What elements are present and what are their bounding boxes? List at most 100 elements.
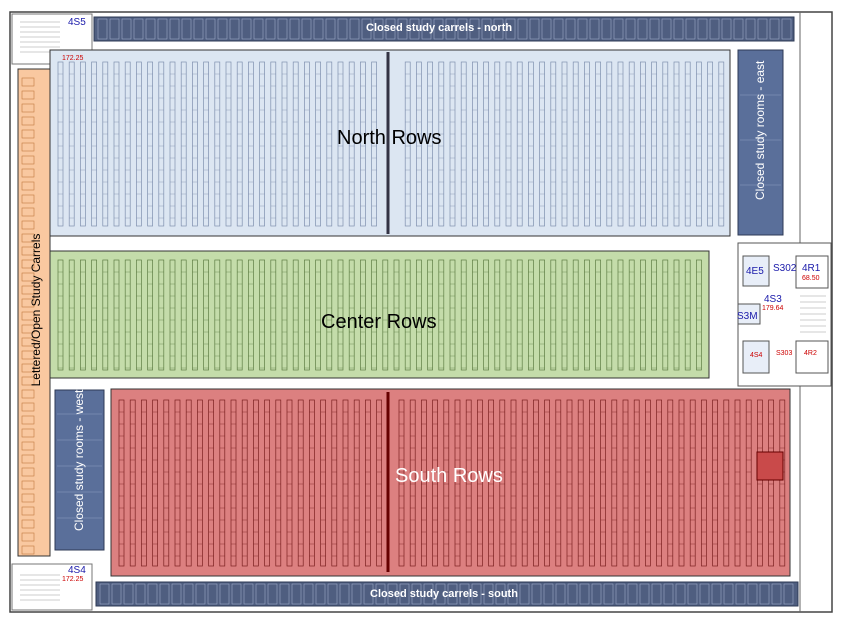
shelf-row — [281, 259, 288, 371]
shelf-row — [696, 259, 702, 371]
shelf-row — [516, 61, 523, 227]
shelf-row — [651, 259, 657, 371]
shelf-row — [270, 259, 277, 371]
shelf-row — [499, 399, 506, 567]
shelf-row — [214, 259, 221, 371]
shelf-row — [718, 61, 725, 227]
room-s303: S303 — [776, 350, 793, 357]
shelf-row — [673, 61, 680, 227]
shelf-row — [309, 399, 315, 567]
room-4s5-area: 172.25 — [62, 55, 84, 62]
shelf-row — [253, 399, 259, 567]
room-s3m: S3M — [737, 311, 758, 322]
shelf-row — [185, 399, 192, 567]
shelf-row — [662, 259, 669, 371]
shelf-row — [331, 399, 338, 567]
shelf-row — [584, 61, 590, 227]
shelf-row — [438, 61, 445, 227]
shelf-row — [292, 259, 299, 371]
south-carrels-label: Closed study carrels - south — [370, 588, 518, 600]
shelf-row — [264, 399, 270, 567]
shelf-row — [533, 399, 539, 567]
shelf-row — [219, 399, 226, 567]
shelf-row — [152, 399, 158, 567]
room-4r1: 4R1 — [802, 263, 821, 274]
shelf-row — [68, 259, 75, 371]
shelf-row — [292, 61, 299, 227]
shelf-row — [225, 259, 232, 371]
east-rooms-zone — [737, 49, 784, 236]
shelf-row — [628, 259, 635, 371]
shelf-row — [214, 61, 221, 227]
shelf-row — [617, 61, 624, 227]
shelf-row — [443, 399, 450, 567]
shelf-row — [572, 61, 579, 227]
south-rows-label: South Rows — [395, 465, 503, 487]
shelf-row — [572, 259, 579, 371]
shelf-row — [438, 259, 445, 371]
shelf-row — [326, 61, 333, 227]
shelf-row — [192, 61, 198, 227]
shelf-row — [136, 259, 142, 371]
shelf-row — [337, 61, 344, 227]
shelf-row — [371, 61, 377, 227]
shelf-row — [376, 399, 382, 567]
shelf-row — [80, 61, 86, 227]
shelf-row — [421, 399, 427, 567]
shelf-row — [259, 61, 265, 227]
shelf-row — [118, 399, 125, 567]
south-shelves — [118, 399, 786, 567]
shelf-row — [192, 259, 198, 371]
shelf-row — [550, 259, 557, 371]
shelf-row — [248, 259, 254, 371]
shelf-row — [707, 61, 713, 227]
shelf-row — [645, 399, 651, 567]
shelf-row — [230, 399, 237, 567]
center-shelves — [57, 259, 702, 371]
shelf-row — [432, 399, 438, 567]
shelf-row — [696, 61, 702, 227]
shelf-row — [124, 61, 131, 227]
shelf-row — [633, 399, 640, 567]
shelf-row — [326, 259, 333, 371]
south-carrel-ticks — [99, 583, 794, 605]
shelf-row — [225, 61, 232, 227]
shelf-row — [68, 61, 75, 227]
shelf-row — [622, 399, 629, 567]
room-4s3-area: 179.64 — [762, 305, 784, 312]
shelf-row — [342, 399, 349, 567]
shelf-row — [606, 259, 613, 371]
shelf-row — [678, 399, 685, 567]
shelf-row — [662, 61, 669, 227]
shelf-row — [488, 399, 494, 567]
shelf-row — [712, 399, 718, 567]
shelf-row — [745, 399, 752, 567]
south-feature — [756, 451, 784, 481]
shelf-row — [460, 259, 467, 371]
south-rows-zone — [110, 388, 791, 577]
shelf-row — [684, 61, 691, 227]
stair-sw — [11, 563, 93, 611]
east-core — [737, 242, 832, 387]
north-carrel-ticks — [97, 18, 792, 40]
shelf-row — [640, 61, 646, 227]
shelf-row — [275, 399, 282, 567]
shelf-row — [779, 399, 786, 567]
shelf-row — [561, 61, 568, 227]
shelf-row — [628, 61, 635, 227]
shelf-row — [236, 61, 243, 227]
shelf-row — [550, 61, 557, 227]
shelf-row — [102, 259, 109, 371]
shelf-row — [91, 61, 97, 227]
shelf-row — [528, 259, 534, 371]
shelf-row — [197, 399, 203, 567]
shelf-row — [169, 61, 176, 227]
shelf-row — [600, 399, 606, 567]
shelf-row — [768, 399, 774, 567]
shelf-row — [505, 259, 512, 371]
shelf-row — [701, 399, 707, 567]
shelf-row — [416, 259, 422, 371]
shelf-row — [494, 259, 501, 371]
outer-wall — [9, 11, 833, 613]
